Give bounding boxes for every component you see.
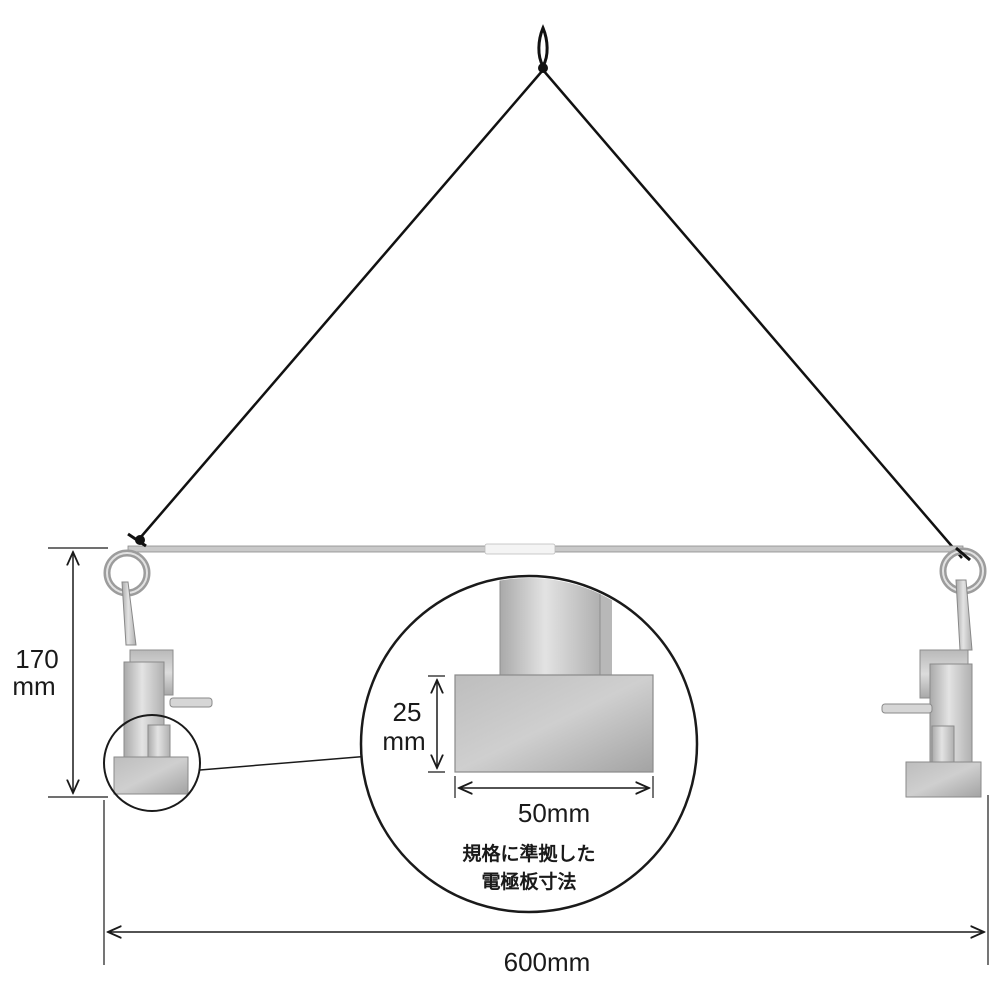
note-line-2: 電極板寸法 [481, 870, 576, 893]
overall-height-value: 170 [15, 644, 58, 674]
overall-width-dimension: 600mm [103, 795, 989, 977]
plate-height-unit: mm [382, 726, 425, 756]
note-line-1: 規格に準拠した [462, 842, 595, 865]
standard-note: 規格に準拠した 電極板寸法 [462, 842, 595, 893]
left-electrode-clamp [103, 532, 213, 795]
right-electrode-clamp [881, 546, 987, 798]
plate-width-label: 50mm [518, 798, 590, 828]
plate-width-dimension: 50mm [454, 776, 654, 828]
detail-callout [103, 714, 371, 812]
overall-width-label: 600mm [504, 947, 591, 977]
magnified-plate-view [359, 574, 699, 914]
overall-height-unit: mm [12, 671, 55, 701]
hanging-wire [139, 24, 963, 559]
support-rod [127, 543, 964, 555]
plate-height-value: 25 [393, 697, 422, 727]
overall-height-dimension: 170 mm [4, 547, 108, 798]
plate-height-dimension: 25 mm [382, 675, 445, 773]
